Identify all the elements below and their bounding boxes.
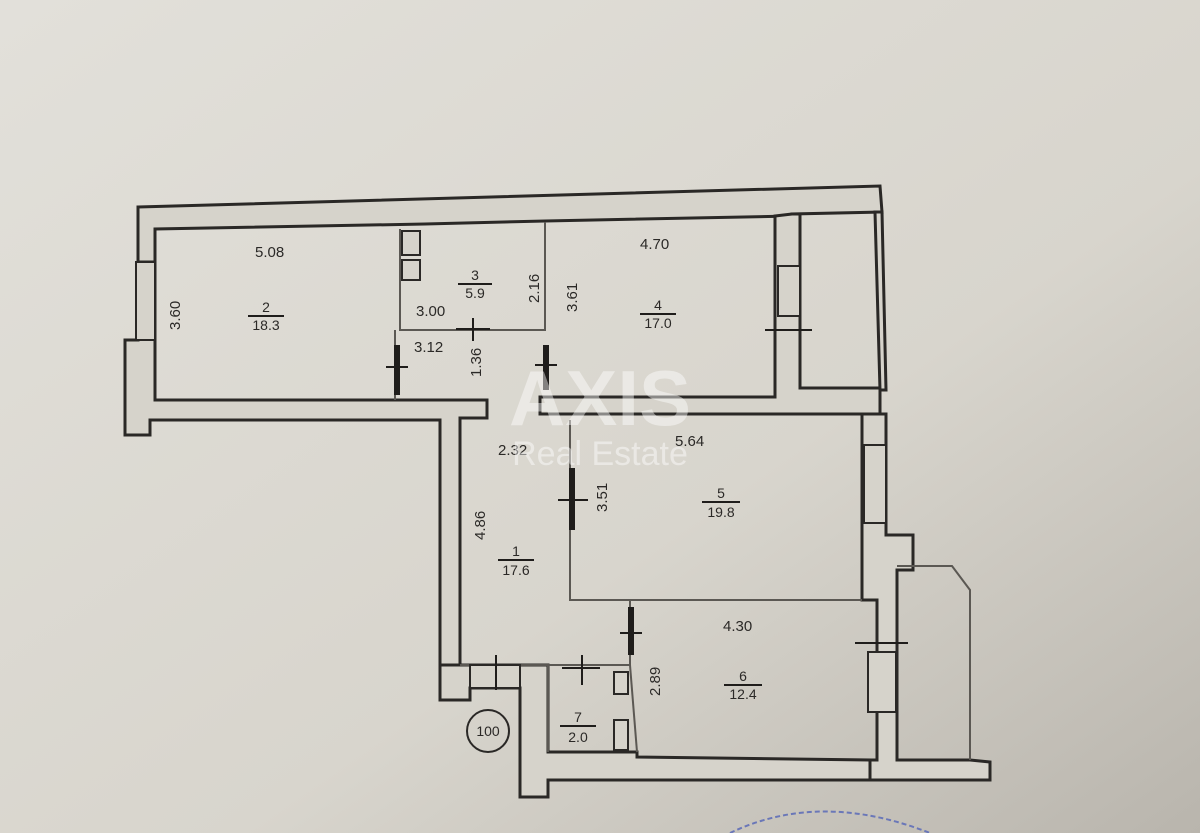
svg-text:17.6: 17.6 <box>502 562 529 578</box>
svg-text:6: 6 <box>739 668 747 684</box>
room-5: 519.8 <box>702 485 740 520</box>
room3-width: 3.00 <box>416 303 445 320</box>
room6-depth: 2.89 <box>647 667 664 696</box>
room5-width: 5.64 <box>675 433 704 450</box>
room-3: 35.9 <box>458 267 492 301</box>
window <box>863 444 887 524</box>
room4-width: 4.70 <box>640 236 669 253</box>
corridor-width: 3.12 <box>414 339 443 356</box>
svg-text:4: 4 <box>654 297 662 313</box>
room-2: 218.3 <box>248 299 284 333</box>
room3-depth: 2.16 <box>526 274 543 303</box>
room-labels: 117.6 218.3 35.9 417.0 519.8 612.4 72.0 <box>248 267 762 745</box>
watermark-tagline: Real Estate <box>512 435 688 473</box>
svg-text:5.9: 5.9 <box>465 285 485 301</box>
svg-text:7: 7 <box>574 709 582 725</box>
doors <box>386 318 908 690</box>
dimension-labels: 5.08 3.60 3.00 2.16 3.12 1.36 4.70 3.61 … <box>167 236 752 696</box>
svg-text:2.0: 2.0 <box>568 729 588 745</box>
apartment-marker: 100 <box>466 709 510 753</box>
svg-text:18.3: 18.3 <box>252 317 279 333</box>
window <box>867 651 897 713</box>
room-7: 72.0 <box>560 709 596 745</box>
svg-text:2: 2 <box>262 299 270 315</box>
room-4: 417.0 <box>640 297 676 331</box>
svg-text:100: 100 <box>476 723 500 739</box>
room1-depth: 4.86 <box>472 511 489 540</box>
windows <box>135 261 897 713</box>
window <box>777 265 801 317</box>
room4-depth: 3.61 <box>564 283 581 312</box>
room5-depth: 3.51 <box>594 483 611 512</box>
svg-text:12.4: 12.4 <box>729 686 756 702</box>
room6-width: 4.30 <box>723 618 752 635</box>
svg-text:1: 1 <box>512 543 520 559</box>
watermark: AXIS Real Estate <box>509 354 691 473</box>
room2-depth: 3.60 <box>167 301 184 330</box>
window <box>135 261 156 341</box>
room-6: 612.4 <box>724 668 762 702</box>
stamp-edge <box>729 810 931 833</box>
corridor-depth: 1.36 <box>468 348 485 377</box>
room-1: 117.6 <box>498 543 534 578</box>
svg-text:17.0: 17.0 <box>644 315 671 331</box>
svg-text:3: 3 <box>471 267 479 283</box>
room2-width: 5.08 <box>255 244 284 261</box>
watermark-brand: AXIS <box>509 354 691 442</box>
svg-text:5: 5 <box>717 485 725 501</box>
svg-text:19.8: 19.8 <box>707 504 734 520</box>
room1-width: 2.32 <box>498 442 527 459</box>
